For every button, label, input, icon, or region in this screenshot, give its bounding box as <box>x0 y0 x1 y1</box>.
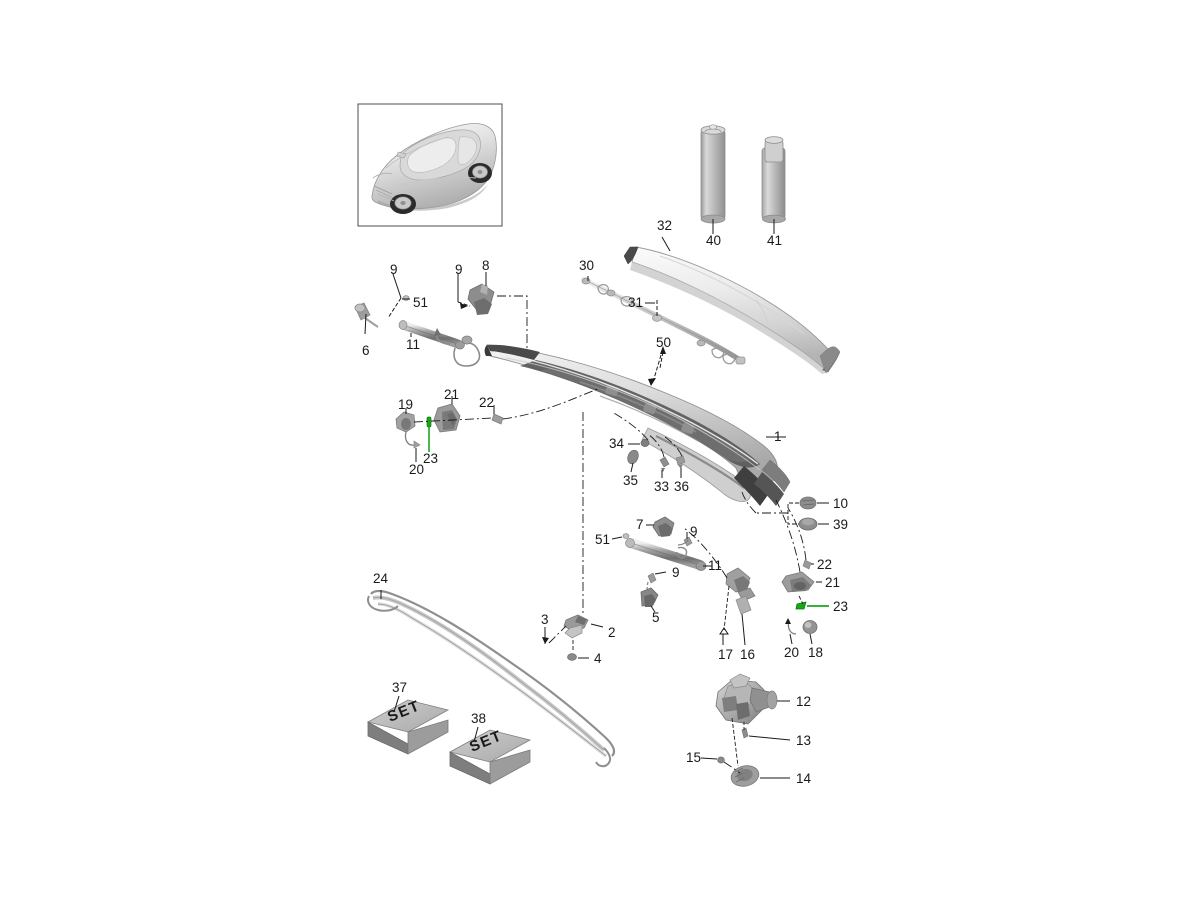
callout-label-22-b: 22 <box>817 557 833 572</box>
part-32-rear-spoiler <box>623 236 841 374</box>
callout-label-35: 35 <box>623 473 639 488</box>
callout-label-22-a: 22 <box>479 395 495 410</box>
callout-label-51-b: 51 <box>595 532 611 547</box>
part-1-rear-lid-assembly <box>484 344 791 506</box>
callout-label-40: 40 <box>706 233 722 248</box>
callout-label-6: 6 <box>362 343 370 358</box>
callout-label-21-a: 21 <box>444 387 460 402</box>
parts-16-17-latch <box>683 527 756 646</box>
callout-label-21-b: 21 <box>825 575 841 590</box>
callout-label-9-a: 9 <box>390 262 398 277</box>
part-11-upper-gas-strut <box>354 273 465 350</box>
callout-label-17: 17 <box>718 647 734 662</box>
callout-label-23-a: 23 <box>423 451 439 466</box>
callout-label-32: 32 <box>657 218 673 233</box>
part-19-21-22-ball-stud-group <box>395 387 601 462</box>
callout-label-9-c: 9 <box>690 524 698 539</box>
callout-label-23-b: 23 <box>833 599 849 614</box>
callout-label-39: 39 <box>833 517 849 532</box>
callout-label-10: 10 <box>833 496 849 511</box>
callout-label-41: 41 <box>767 233 783 248</box>
callout-label-9-d: 9 <box>672 565 680 580</box>
part-11-lower-gas-strut <box>611 516 712 613</box>
parts-33-36-fasteners <box>611 411 686 478</box>
part-40-cylinder <box>700 124 726 234</box>
callout-label-33: 33 <box>654 479 670 494</box>
callout-label-13: 13 <box>796 733 812 748</box>
callout-label-12: 12 <box>796 694 812 709</box>
callout-label-20-a: 20 <box>409 462 425 477</box>
part-41-cylinder <box>761 136 786 234</box>
callout-label-11-a: 11 <box>406 337 421 352</box>
callout-label-19: 19 <box>398 397 414 412</box>
callout-label-50: 50 <box>656 335 672 350</box>
tailgate-connector-hose <box>434 328 481 367</box>
part-8-hinge-bracket <box>457 272 495 315</box>
callout-label-1: 1 <box>774 429 782 444</box>
callout-label-5: 5 <box>652 610 660 625</box>
part-12-drive-motor <box>700 673 791 787</box>
callout-label-9-b: 9 <box>455 262 463 277</box>
parts-18-23-ball-socket-group <box>775 499 829 645</box>
callout-label-7: 7 <box>636 517 644 532</box>
part-30-31-50-seal-strip <box>580 276 746 369</box>
callout-label-37: 37 <box>392 680 408 695</box>
callout-label-3: 3 <box>541 612 549 627</box>
callout-label-8: 8 <box>482 258 490 273</box>
callout-50-leader <box>648 354 662 386</box>
vehicle-thumbnail-illustration <box>357 103 503 227</box>
callout-label-20-b: 20 <box>784 645 800 660</box>
part-37-set-box: SET <box>366 695 450 755</box>
part-24-weatherstrip-seal <box>367 589 616 768</box>
callout-label-38: 38 <box>471 711 487 726</box>
callout-label-30: 30 <box>579 258 595 273</box>
parts-2-3-4-bracket <box>542 614 604 661</box>
parts-10-39-buffers <box>741 491 829 531</box>
callout-label-18: 18 <box>808 645 824 660</box>
callout-label-2: 2 <box>608 625 616 640</box>
callout-label-36: 36 <box>674 479 690 494</box>
callout-label-4: 4 <box>594 651 602 666</box>
callout-label-11-b: 11 <box>708 558 723 573</box>
part-38-set-box: SET <box>448 726 532 785</box>
callout-label-24: 24 <box>373 571 389 586</box>
callout-label-51-a: 51 <box>413 295 429 310</box>
callout-label-14: 14 <box>796 771 812 786</box>
callout-label-15: 15 <box>686 750 702 765</box>
callout-label-34: 34 <box>609 436 625 451</box>
callout-label-31: 31 <box>628 295 644 310</box>
callout-label-16: 16 <box>740 647 756 662</box>
